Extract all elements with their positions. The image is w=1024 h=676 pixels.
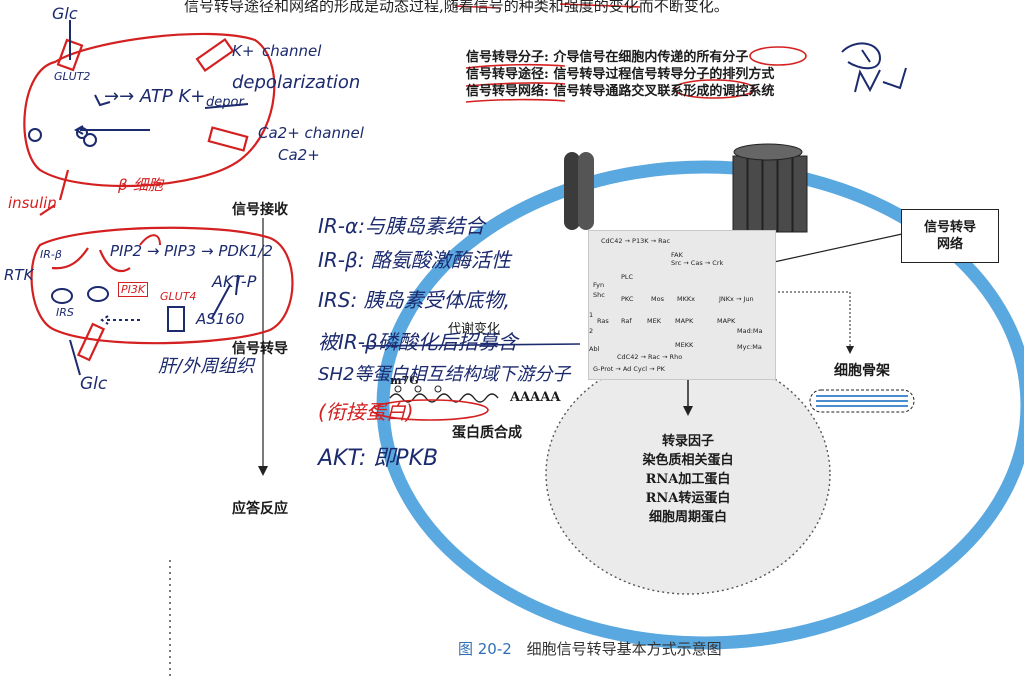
hw-ir-beta: IR-β: 酪氨酸激酶活性 bbox=[318, 248, 511, 272]
flow-metabolism: 代谢变化 bbox=[448, 322, 501, 337]
definition-text: : 信号转导通路交叉联系形成的调控系统 bbox=[544, 84, 775, 99]
cytoskeleton-fiber bbox=[809, 389, 915, 413]
hw-pip-chain: PIP2 → PIP3 → PDK1/2 bbox=[110, 242, 273, 260]
nucleus-contents: 转录因子 染色质相关蛋白 RNA加工蛋白 RNA转运蛋白 细胞周期蛋白 bbox=[618, 432, 758, 527]
definition-text: : 介导信号在细胞内传递的所有分子 bbox=[544, 50, 749, 65]
figure-number: 图 20-2 bbox=[458, 640, 512, 658]
hw-glut4: GLUT4 bbox=[160, 290, 197, 303]
hw-depol-struck: depor bbox=[206, 95, 244, 110]
nucleus-item: 染色质相关蛋白 bbox=[642, 453, 734, 468]
hw-rtk: RTK bbox=[4, 266, 34, 284]
nucleus-outline bbox=[545, 353, 831, 595]
pathway-node: Ras bbox=[597, 317, 609, 325]
nucleus-item: 细胞周期蛋白 bbox=[648, 510, 727, 525]
pathway-node: 1 bbox=[589, 311, 594, 319]
hw-depolarization: depolarization bbox=[232, 72, 361, 93]
nucleus-item: 转录因子 bbox=[661, 434, 714, 449]
hw-glut2: GLUT2 bbox=[54, 70, 91, 83]
pathway-node: Abl bbox=[589, 345, 600, 353]
definition-term: 信号转导分子 bbox=[466, 50, 545, 65]
hw-ir-alpha: IR-α:与胰岛素结合 bbox=[318, 214, 485, 238]
pathway-node: MAPK bbox=[717, 317, 736, 325]
figure-title: 细胞信号转导基本方式示意图 bbox=[526, 640, 722, 658]
hw-ca-channel: Ca2+ channel bbox=[258, 124, 364, 142]
pathway-node: FAK bbox=[671, 251, 683, 259]
hw-ca2: Ca2+ bbox=[278, 146, 320, 164]
top-sentence: 信号转导途径和网络的形成是动态过程,随着信号的种类和强度的变化而不断变化。 bbox=[184, 0, 729, 15]
hw-beta-cell: β-细胞 bbox=[118, 176, 163, 194]
hw-k-plus: K+ bbox=[232, 42, 255, 60]
pathway-node: CdC42 → Rac → Rho bbox=[617, 353, 683, 361]
pathway-node: Fyn bbox=[593, 281, 605, 289]
nucleus-item: RNA加工蛋白 bbox=[645, 472, 731, 487]
target-cell-outline bbox=[30, 226, 294, 345]
pathway-node: JNKx → Jun bbox=[719, 295, 754, 303]
pathway-node: MEK bbox=[647, 317, 661, 325]
pathway-node: Raf bbox=[621, 317, 632, 325]
pathway-node: Src → Cas → Crk bbox=[671, 259, 724, 267]
definition-line-3: 信号转导网络: 信号转导通路交叉联系形成的调控系统 bbox=[466, 80, 774, 99]
pathway-node: MEKK bbox=[675, 341, 694, 349]
network-label-line1: 信号转导 bbox=[923, 220, 976, 235]
hw-liver-muscle: 肝/外周组织 bbox=[158, 356, 255, 377]
flow-polya: AAAAA bbox=[510, 390, 561, 405]
hw-glc-top: Glc bbox=[52, 4, 78, 23]
pathway-node: Mad:Ma bbox=[737, 327, 763, 335]
flow-transduce: 信号转导 bbox=[232, 341, 288, 357]
pathway-node: MAPK bbox=[675, 317, 694, 325]
definition-line-1: 信号转导分子: 介导信号在细胞内传递的所有分子 bbox=[466, 46, 748, 65]
hw-pi3k: PI3K bbox=[118, 282, 149, 297]
pathway-node: 2 bbox=[589, 327, 594, 335]
hw-k-channel: channel bbox=[262, 42, 322, 60]
hw-ir-label: IR-β bbox=[40, 248, 62, 261]
hw-irs-line3: SH2等蛋白相互结构域下游分子 bbox=[318, 364, 571, 385]
definition-term: 信号转导途径 bbox=[466, 67, 545, 82]
receptor-left bbox=[564, 152, 594, 230]
flow-m7g: m7G bbox=[390, 374, 419, 387]
hw-akt-pkb: AKT: 即PKB bbox=[318, 446, 439, 471]
flow-protein-synthesis: 蛋白质合成 bbox=[452, 425, 522, 441]
hw-irs-line2: 被IR-β磷酸化后招募含 bbox=[318, 330, 518, 354]
network-label-box: 信号转导 网络 bbox=[901, 209, 999, 263]
hw-bridge: (衔接蛋白) bbox=[318, 400, 414, 424]
pathway-node: Mos bbox=[651, 295, 664, 303]
beta-cell-outline bbox=[23, 32, 276, 188]
flow-receive: 信号接收 bbox=[232, 202, 288, 218]
network-label-line2: 网络 bbox=[936, 237, 963, 252]
hw-irs-line1: IRS: 胰岛素受体底物, bbox=[318, 288, 510, 312]
nucleus-item: RNA转运蛋白 bbox=[645, 491, 731, 506]
pathway-node: Myc:Ma bbox=[737, 343, 762, 351]
pathway-network-diagram: CdC42 → P13K → Rac FAK Src → Cas → Crk F… bbox=[588, 230, 776, 380]
cytoskeleton-label: 细胞骨架 bbox=[834, 363, 890, 379]
pathway-node: CdC42 → P13K → Rac bbox=[601, 237, 671, 245]
definition-term: 信号转导网络 bbox=[466, 84, 545, 99]
hw-irs: IRS bbox=[56, 306, 74, 319]
definition-text: : 信号转导过程信号转导分子的排列方式 bbox=[544, 67, 775, 82]
definition-line-2: 信号转导途径: 信号转导过程信号转导分子的排列方式 bbox=[466, 63, 774, 82]
pathway-node: Shc bbox=[593, 291, 605, 299]
receptor-right bbox=[732, 143, 808, 233]
hw-insulin: insulin bbox=[8, 194, 57, 212]
flow-response: 应答反应 bbox=[232, 501, 288, 517]
pathway-node: MKKx bbox=[677, 295, 695, 303]
figure-caption: 图 20-2 细胞信号转导基本方式示意图 bbox=[458, 638, 722, 659]
pathway-node: PKC bbox=[621, 295, 634, 303]
pathway-node: G-Prot → Ad Cycl → PK bbox=[593, 365, 665, 373]
hw-as160: AS160 bbox=[196, 310, 245, 328]
hw-glc-bottom: Glc bbox=[80, 374, 108, 394]
cell-membrane bbox=[376, 160, 1024, 650]
pathway-node: PLC bbox=[621, 273, 634, 281]
hw-akt: AKT-P bbox=[212, 272, 257, 291]
hw-atp: →→ ATP K+ bbox=[104, 86, 206, 107]
